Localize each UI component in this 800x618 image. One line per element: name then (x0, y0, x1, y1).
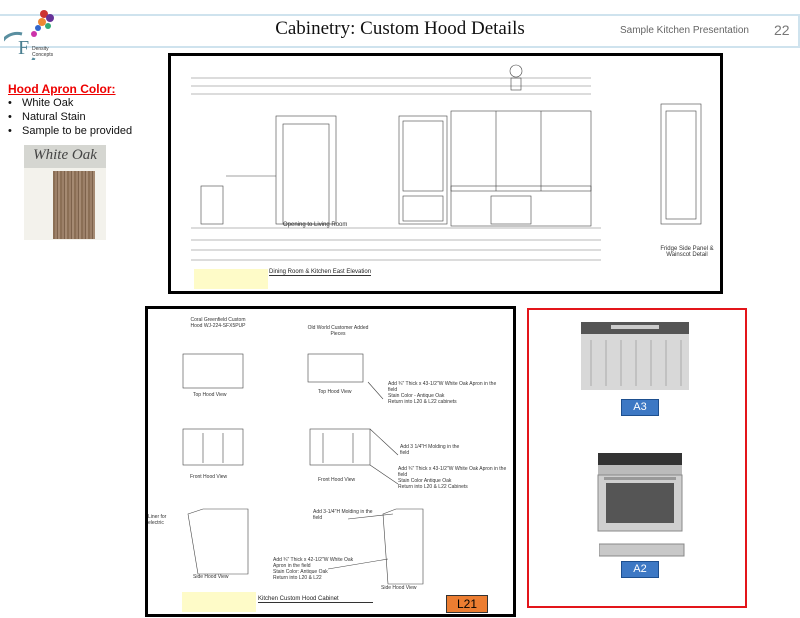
caption-highlight (182, 592, 256, 612)
view-title: Old World Customer Added Pieces (307, 325, 369, 337)
appliance-tag-a3: A3 (621, 399, 659, 416)
apron-heading: Hood Apron Color: (8, 82, 116, 96)
wood-sample (53, 171, 95, 239)
side-note: Liner for electric (148, 514, 167, 526)
view-label: Front Hood View (190, 474, 228, 480)
view-label: Front Hood View (318, 477, 356, 483)
view-label: Side Hood View (193, 574, 229, 580)
apron-note: Add ¾" Thick x 43-1/2"W White Oak Apron … (398, 466, 508, 490)
view-title: Coral Greenfield Custom Hood WJ-224-SFX5… (190, 317, 246, 329)
opening-label: Opening to Living Room (283, 222, 348, 228)
apron-note: Add ¾" Thick x 43-1/2"W White Oak Apron … (388, 381, 498, 405)
note-line: Return into L20 & L22 cabinets (388, 399, 457, 405)
cabinet-tag-l21: L21 (446, 595, 488, 613)
note-line: Stain Color: Antique Oak (273, 569, 328, 575)
note-line: Add ¾" Thick x 42-1/2"W White Oak Apron … (273, 557, 354, 569)
view-label: Top Hood View (318, 389, 352, 395)
page-title: Cabinetry: Custom Hood Details (275, 18, 525, 39)
elevation-caption: Dining Room & Kitchen East Elevation (269, 269, 372, 276)
appliance-tag-a2: A2 (621, 561, 659, 578)
view-label: Top Hood View (193, 392, 227, 398)
svg-text:Density: Density (32, 46, 49, 52)
hood-drawing: Coral Greenfield Custom Hood WJ-224-SFX5… (145, 306, 516, 617)
page-number: 22 (774, 22, 790, 38)
note-line: Return into L20 & L22 (273, 575, 322, 581)
white-oak-swatch: White Oak (24, 145, 106, 240)
swatch-label: White Oak (24, 145, 106, 168)
apron-note: Add ¾" Thick x 42-1/2"W White Oak Apron … (273, 557, 363, 581)
caption-highlight (194, 269, 268, 289)
note-line: Add ¾" Thick x 43-1/2"W White Oak Apron … (398, 466, 507, 478)
elevation-drawing: Opening to Living Room Fridge Side Panel… (168, 53, 723, 294)
apron-item: Sample to be provided (8, 124, 132, 138)
range-image (597, 453, 683, 532)
backguard-image (599, 543, 685, 557)
side-detail-label: Fridge Side Panel & Wainscot Detail (660, 246, 714, 258)
apron-item: White Oak (8, 96, 132, 110)
range-hood-image (581, 322, 689, 390)
note-line: Add ¾" Thick x 43-1/2"W White Oak Apron … (388, 381, 497, 393)
hood-caption: Kitchen Custom Hood Cabinet (258, 596, 373, 603)
note-line: Return into L20 & L22 Cabinets (398, 484, 468, 490)
svg-text:F: F (18, 37, 29, 59)
header-bar (0, 14, 800, 48)
view-label: Side Hood View (381, 585, 417, 591)
molding-note: Add 3 1/4"H Molding in the field (400, 444, 460, 456)
presentation-name: Sample Kitchen Presentation (620, 25, 749, 36)
appliances-panel: A3 A2 (527, 308, 747, 608)
note-line: Stain Color Antique Oak (398, 478, 452, 484)
molding-note: Add 3-1/4"H Molding in the field (313, 509, 373, 521)
note-line: Stain Color - Antique Oak (388, 393, 445, 399)
svg-text:Concepts: Concepts (32, 52, 54, 58)
apron-color-info: Hood Apron Color: White OakNatural Stain… (8, 82, 132, 138)
apron-item: Natural Stain (8, 110, 132, 124)
